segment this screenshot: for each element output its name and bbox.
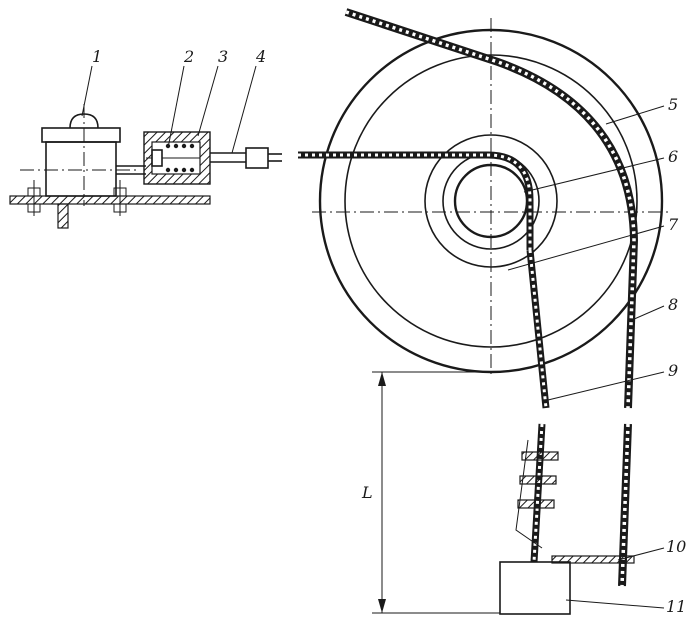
contact-plate — [551, 555, 635, 564]
pulley-outer-rim — [318, 28, 664, 374]
coupling — [245, 147, 269, 169]
label-4: 4 — [255, 47, 266, 66]
label-8: 8 — [668, 295, 678, 314]
switch-housing — [45, 141, 117, 197]
label-6: 6 — [668, 147, 678, 166]
bracket — [57, 203, 69, 229]
cable-clamps — [515, 439, 559, 549]
cable-8 — [344, 8, 639, 409]
label-1: 1 — [92, 47, 102, 66]
leader-lines-right — [507, 105, 665, 609]
pulley-wheel — [312, 18, 668, 378]
switch-assembly — [9, 104, 211, 229]
switch-body — [41, 127, 121, 143]
label-11: 11 — [666, 597, 686, 616]
base-plate — [9, 195, 211, 205]
spring-coils — [165, 143, 195, 173]
bolt-left — [27, 180, 41, 216]
dimension-L — [372, 371, 500, 614]
cable-9-lower — [530, 423, 546, 563]
load-weight — [499, 561, 571, 615]
cables — [298, 8, 639, 587]
label-2: 2 — [183, 47, 194, 66]
label-3: 3 — [218, 47, 228, 66]
part-labels: 1 2 3 4 5 6 7 8 9 10 11 L — [92, 47, 686, 616]
label-5: 5 — [668, 95, 678, 114]
bolt-right — [113, 180, 127, 216]
spring-housing — [143, 131, 211, 185]
label-10: 10 — [666, 537, 686, 556]
leader-lines-left — [81, 65, 257, 154]
load-assembly — [499, 555, 635, 615]
label-9: 9 — [668, 361, 678, 380]
label-7: 7 — [668, 215, 679, 234]
push-rod — [210, 147, 282, 169]
dimension-label-L: L — [361, 483, 373, 502]
